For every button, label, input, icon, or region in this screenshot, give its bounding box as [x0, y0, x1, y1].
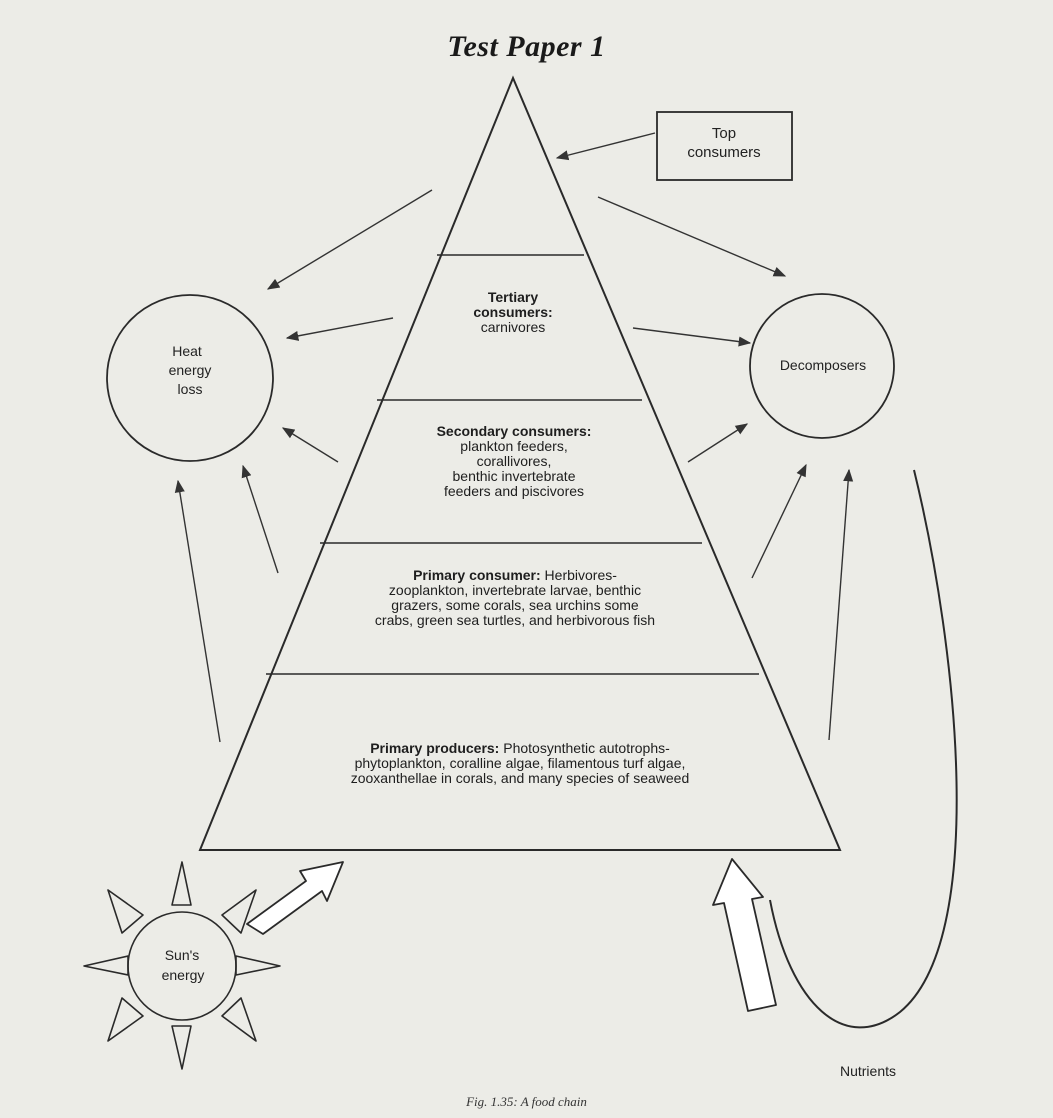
- arrow-apex-to-decomposers: [597, 196, 787, 277]
- arrow-secondary-to-decomposers: [687, 423, 749, 463]
- heat-label-line2: energy: [169, 362, 212, 378]
- nutrients-hollow-arrow: [712, 858, 777, 1012]
- secondary-body-line4: feeders and piscivores: [443, 483, 585, 499]
- primary-producers-line1: Photosynthetic autotrophs-: [499, 740, 670, 756]
- page-title: Test Paper 1: [447, 30, 606, 63]
- arrow-secondary-to-heat: [281, 427, 339, 463]
- primary-consumer-line2: zooplankton, invertebrate larvae, benthi…: [388, 582, 642, 598]
- heat-label-line1: Heat: [172, 343, 202, 359]
- primary-consumer-line3: grazers, some corals, sea urchins some: [391, 597, 639, 613]
- arrow-producers-to-decomposers: [828, 468, 854, 741]
- sun-label-line1: Sun's: [165, 947, 200, 963]
- nutrient-cycle-loop: [769, 469, 958, 1029]
- secondary-head: Secondary consumers:: [436, 423, 592, 439]
- secondary-body-line2: corallivores,: [476, 453, 552, 469]
- primary-consumer-head: Primary consumer:: [413, 567, 541, 583]
- primary-consumer-line1: Herbivores-: [540, 567, 617, 583]
- primary-producers-line3: zooxanthellae in corals, and many specie…: [350, 770, 690, 786]
- secondary-body-line3: benthic invertebrate: [452, 468, 576, 484]
- top-consumers-label-line2: consumers: [687, 144, 760, 161]
- tertiary-head-line2: consumers:: [473, 304, 553, 320]
- primary-consumer-label: Primary consumer: Herbivores- zooplankto…: [330, 568, 700, 628]
- sun-icon: [83, 861, 281, 1070]
- arrow-tertiary-to-heat: [285, 317, 394, 341]
- primary-producers-head: Primary producers:: [370, 740, 500, 756]
- top-consumers-label-line1: Top: [712, 125, 736, 142]
- tertiary-head-line1: Tertiary: [487, 289, 539, 305]
- arrow-primary-to-heat: [241, 464, 279, 574]
- decomposers-label: Decomposers: [780, 357, 866, 373]
- nutrients-label: Nutrients: [840, 1063, 896, 1079]
- tertiary-body: carnivores: [480, 319, 546, 335]
- arrow-top-to-pyramid: [555, 132, 656, 161]
- arrow-producers-to-heat: [174, 479, 221, 743]
- heat-label-line3: loss: [178, 381, 203, 397]
- decomposers-circle: [749, 293, 895, 439]
- heat-energy-loss-circle: [106, 294, 274, 462]
- top-consumers-box: [656, 111, 793, 181]
- secondary-consumers-label: Secondary consumers: plankton feeders, c…: [398, 424, 630, 499]
- arrow-tertiary-to-decomposers: [632, 327, 752, 347]
- primary-producers-line2: phytoplankton, coralline algae, filament…: [354, 755, 686, 771]
- energy-pyramid: [198, 75, 842, 851]
- figure-caption: Fig. 1.35: A food chain: [466, 1094, 587, 1109]
- secondary-body-line1: plankton feeders,: [460, 438, 568, 454]
- energy-flow-arrows: [174, 132, 854, 743]
- arrow-primary-to-decomposers: [751, 463, 807, 579]
- primary-producers-label: Primary producers: Photosynthetic autotr…: [300, 741, 740, 786]
- sun-label-line2: energy: [162, 967, 205, 983]
- sun-energy-hollow-arrow: [246, 861, 344, 935]
- primary-consumer-line4: crabs, green sea turtles, and herbivorou…: [374, 612, 656, 628]
- arrow-apex-to-heat: [266, 189, 433, 290]
- tertiary-consumers-label: Tertiary consumers: carnivores: [413, 290, 613, 335]
